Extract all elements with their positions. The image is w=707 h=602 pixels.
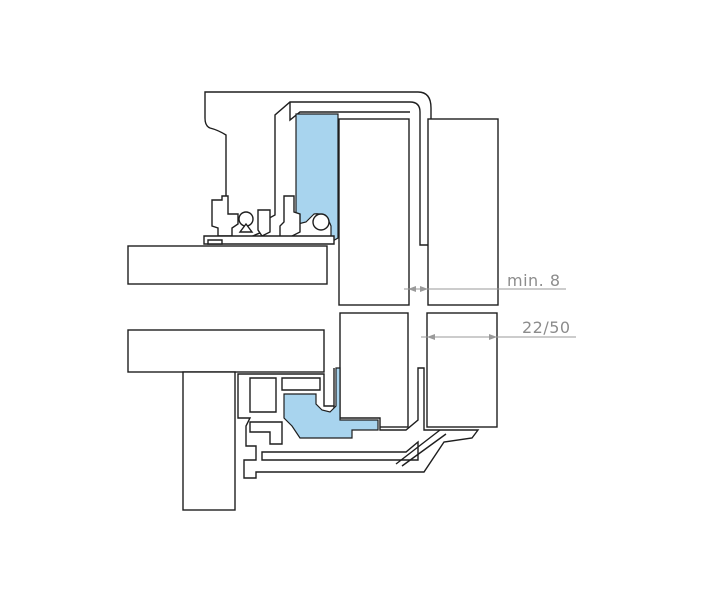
dim-thickness-arrow-left xyxy=(427,334,435,340)
upper-clip-left xyxy=(211,195,239,237)
upper-outer-glass xyxy=(427,118,499,306)
upper-outer-profile xyxy=(204,91,432,246)
lower-glazing-gasket xyxy=(283,367,379,439)
upper-base-step xyxy=(207,239,223,245)
lower-sill-chamber-a xyxy=(249,377,277,413)
upper-roller-right xyxy=(312,213,330,231)
lower-frame-assembly xyxy=(127,312,498,511)
lower-drip-slant-1 xyxy=(395,429,441,465)
lower-sill-chamber-c xyxy=(249,421,283,445)
dimension-glass-gap: min. 8 xyxy=(404,271,566,292)
upper-wall-block xyxy=(127,245,328,285)
lower-wall-block xyxy=(127,329,325,373)
dim-thickness-label: 22/50 xyxy=(522,318,571,337)
upper-base-rail xyxy=(203,235,335,245)
dim-gap-arrow-right xyxy=(420,286,428,292)
dim-gap-label: min. 8 xyxy=(507,271,561,290)
lower-drip-slant-2 xyxy=(401,433,447,467)
lower-sill-chamber-b xyxy=(281,377,321,391)
lower-inner-glass xyxy=(339,312,409,428)
dim-thickness-arrow-right xyxy=(489,334,497,340)
upper-inner-glass xyxy=(338,118,410,306)
upper-triangle-marker xyxy=(238,222,254,233)
lower-sill-chamber-d xyxy=(261,440,419,461)
upper-inner-lip xyxy=(289,102,410,122)
dim-gap-arrow-left xyxy=(408,286,416,292)
lower-outer-glass xyxy=(426,312,498,428)
upper-frame-assembly xyxy=(127,91,499,306)
dimension-glass-thickness: 22/50 xyxy=(421,318,576,340)
lower-jamb-post xyxy=(182,371,236,511)
upper-clip-mid xyxy=(257,209,271,237)
